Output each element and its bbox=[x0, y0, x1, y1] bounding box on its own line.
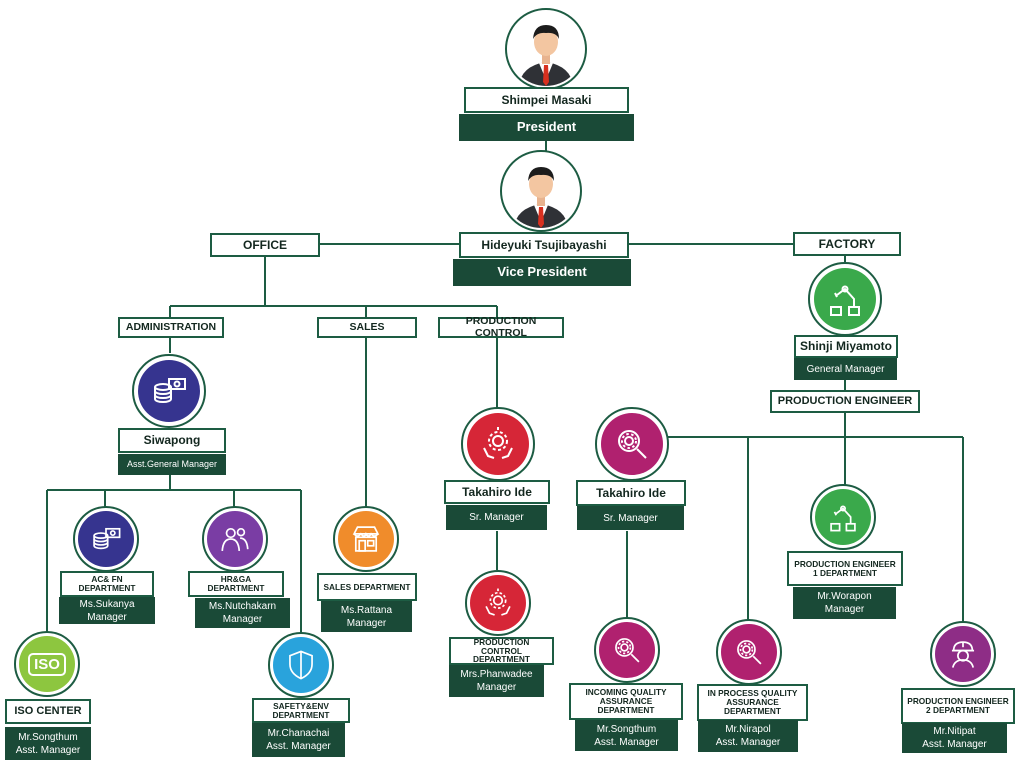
pc-dept-person-name: Mrs.Phanwadee bbox=[460, 669, 533, 680]
iqa-icon-circle bbox=[594, 617, 660, 683]
pc-dept-person: Mrs.Phanwadee Manager bbox=[449, 665, 544, 697]
iso-dept-label: ISO CENTER bbox=[5, 699, 91, 724]
acfn-dept-label: AC& FN DEPARTMENT bbox=[60, 571, 154, 597]
pe1-person: Mr.Worapon Manager bbox=[793, 587, 896, 619]
ipqa-dept-label: IN PROCESS QUALITY ASSURANCE DEPARTMENT bbox=[697, 684, 808, 721]
hrga-person-name: Ms.Nutchakarn bbox=[208, 601, 277, 612]
sales-dept-person-name: Ms.Rattana bbox=[340, 604, 393, 616]
gear-hands-icon bbox=[470, 575, 526, 631]
robot-arm-icon bbox=[814, 268, 876, 330]
iso-badge-text: ISO bbox=[28, 652, 66, 676]
sales-dept-person-title: Manager bbox=[346, 617, 387, 629]
pe2-person: Mr.Nitipat Asst. Manager bbox=[902, 723, 1007, 753]
pc-dept-icon-circle bbox=[465, 570, 531, 636]
iso-person-title: Asst. Manager bbox=[15, 744, 81, 756]
hrga-person: Ms.Nutchakarn Manager bbox=[195, 598, 290, 628]
vice-president-avatar bbox=[500, 150, 582, 232]
acfn-icon-circle bbox=[73, 506, 139, 572]
hrga-icon-circle bbox=[202, 506, 268, 572]
president-title: President bbox=[459, 114, 634, 141]
magnifier-gear-icon bbox=[601, 413, 663, 475]
administration-label: ADMINISTRATION bbox=[118, 317, 224, 338]
pe1-person-title: Manager bbox=[824, 604, 865, 615]
takahiro-qa-icon-circle bbox=[595, 407, 669, 481]
businessman-avatar-icon bbox=[509, 12, 583, 86]
robot-arm-icon bbox=[815, 489, 871, 545]
sales-label: SALES bbox=[317, 317, 417, 338]
iso-person-name: Mr.Songthum bbox=[18, 731, 78, 743]
iso-badge-icon: ISO bbox=[19, 636, 75, 692]
acfn-person-title: Manager bbox=[87, 611, 127, 623]
safety-person-title: Asst. Manager bbox=[266, 741, 331, 752]
iqa-person-title: Asst. Manager bbox=[594, 736, 659, 748]
president-name: Shimpei Masaki bbox=[464, 87, 629, 113]
shinji-title: General Manager bbox=[794, 358, 897, 380]
sales-dept-person: Ms.Rattana Manager bbox=[321, 601, 412, 632]
pe1-person-name: Mr.Worapon bbox=[817, 591, 872, 602]
takahiro-pc-name: Takahiro Ide bbox=[444, 480, 550, 504]
production-engineer-label: PRODUCTION ENGINEER bbox=[770, 390, 920, 413]
acfn-person: Ms.Sukanya Manager bbox=[59, 597, 155, 624]
pe1-dept-label: PRODUCTION ENGINEER 1 DEPARTMENT bbox=[787, 551, 903, 586]
shop-icon bbox=[338, 511, 394, 567]
ipqa-person-name: Mr.Nirapol bbox=[725, 724, 771, 735]
factory-label: FACTORY bbox=[793, 232, 901, 256]
president-avatar bbox=[505, 8, 587, 90]
iqa-person-name: Mr.Songthum bbox=[596, 723, 657, 735]
office-label: OFFICE bbox=[210, 233, 320, 257]
iso-person: Mr.Songthum Asst. Manager bbox=[5, 727, 91, 760]
engineer-helmet-icon bbox=[935, 626, 991, 682]
iqa-person: Mr.Songthum Asst. Manager bbox=[575, 720, 678, 751]
pe2-icon-circle bbox=[930, 621, 996, 687]
hrga-dept-label: HR&GA DEPARTMENT bbox=[188, 571, 284, 597]
pe2-person-name: Mr.Nitipat bbox=[933, 726, 976, 737]
takahiro-qa-title: Sr. Manager bbox=[577, 506, 684, 530]
takahiro-pc-title: Sr. Manager bbox=[446, 505, 547, 530]
ipqa-icon-circle bbox=[716, 619, 782, 685]
pe1-icon-circle bbox=[810, 484, 876, 550]
shinji-name: Shinji Miyamoto bbox=[794, 335, 898, 358]
vice-president-name: Hideyuki Tsujibayashi bbox=[459, 232, 629, 258]
siwapong-name: Siwapong bbox=[118, 428, 226, 453]
safety-dept-label: SAFETY&ENV DEPARTMENT bbox=[252, 698, 350, 723]
pe2-person-title: Asst. Manager bbox=[922, 739, 987, 750]
production-control-label: PRODUCTION CONTROL bbox=[438, 316, 564, 338]
businessman-avatar-icon bbox=[504, 154, 578, 228]
safety-person-name: Mr.Chanachai bbox=[267, 728, 330, 739]
vice-president-title: Vice President bbox=[453, 259, 631, 286]
safety-icon-circle bbox=[268, 632, 334, 698]
people-icon bbox=[207, 511, 263, 567]
sales-dept-label: SALES DEPARTMENT bbox=[317, 573, 417, 601]
pe2-dept-label: PRODUCTION ENGINEER 2 DEPARTMENT bbox=[901, 688, 1015, 724]
shield-icon bbox=[273, 637, 329, 693]
pc-dept-label: PRODUCTION CONTROL DEPARTMENT bbox=[449, 637, 554, 665]
gear-hands-icon bbox=[467, 413, 529, 475]
pc-dept-person-title: Manager bbox=[476, 682, 517, 693]
safety-person: Mr.Chanachai Asst. Manager bbox=[252, 723, 345, 757]
takahiro-pc-icon-circle bbox=[461, 407, 535, 481]
money-coins-icon bbox=[78, 511, 134, 567]
sales-dept-icon-circle bbox=[333, 506, 399, 572]
iso-icon-circle: ISO bbox=[14, 631, 80, 697]
hrga-person-title: Manager bbox=[222, 614, 263, 625]
ipqa-person-title: Asst. Manager bbox=[715, 737, 781, 748]
shinji-icon-circle bbox=[808, 262, 882, 336]
magnifier-gear-icon bbox=[599, 622, 655, 678]
acfn-person-name: Ms.Sukanya bbox=[79, 598, 135, 610]
magnifier-gear-icon bbox=[721, 624, 777, 680]
siwapong-icon-circle bbox=[132, 354, 206, 428]
takahiro-qa-name: Takahiro Ide bbox=[576, 480, 686, 506]
siwapong-title: Asst.General Manager bbox=[118, 454, 226, 475]
ipqa-person: Mr.Nirapol Asst. Manager bbox=[698, 720, 798, 752]
iqa-dept-label: INCOMING QUALITY ASSURANCE DEPARTMENT bbox=[569, 683, 683, 720]
money-coins-icon bbox=[138, 360, 200, 422]
